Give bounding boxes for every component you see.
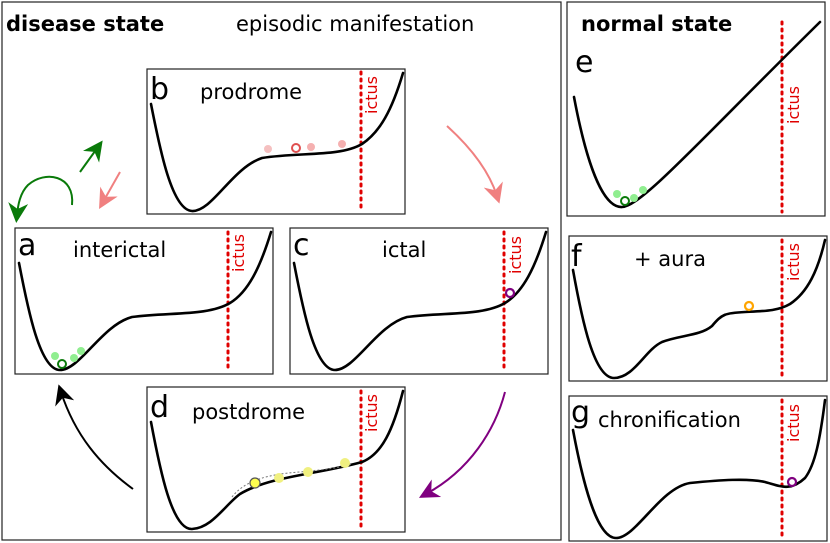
panel-e-normal: e ictus [572, 20, 822, 214]
panel-a-letter: a [18, 228, 36, 263]
normal-state-header: normal state [581, 12, 732, 36]
panel-c-title: ictal [382, 238, 426, 262]
arrow-interictal-loop [8, 175, 74, 223]
panel-g-letter: g [571, 395, 590, 430]
panel-d-ball-1 [274, 473, 284, 483]
panel-f-ictus-label: ictus [784, 243, 803, 281]
panel-a-ball-active [57, 359, 67, 369]
panel-c-ball-active [504, 287, 516, 299]
panel-b-ictus-label: ictus [362, 76, 381, 114]
panel-a-title: interictal [73, 238, 166, 262]
panel-b-ball-3 [338, 140, 346, 148]
panel-f-letter: f [571, 239, 583, 274]
arrow-interictal-to-prodrome [79, 140, 103, 173]
panel-e-letter: e [575, 45, 593, 80]
panel-a-interictal: a interictal ictus [14, 227, 274, 375]
panel-d-ball-2 [303, 467, 313, 477]
panel-e-ictus-label: ictus [784, 86, 803, 124]
panel-g-chronification: g chronification ictus [571, 395, 827, 540]
panel-e-frame [566, 1, 826, 217]
panel-d-postdrome: d postdrome ictus [146, 386, 406, 533]
panel-a-ball-1 [51, 352, 59, 360]
panel-g-title: chronification [598, 408, 741, 432]
panel-g-frame [568, 395, 828, 542]
panel-e-ball-2 [630, 194, 638, 202]
panel-f-title: + aura [634, 247, 706, 271]
panel-b-ball-active [291, 143, 301, 153]
panel-d-ball-3 [340, 458, 350, 468]
panel-a-ball-2 [70, 354, 78, 362]
panel-a-ictus-label: ictus [229, 234, 248, 272]
panel-f-ball-active [743, 300, 755, 312]
panel-c-letter: c [293, 228, 310, 263]
episodic-manifestation-header: episodic manifestation [236, 12, 474, 36]
panel-c-ictal: c ictal ictus [289, 227, 549, 375]
disease-state-frame [1, 1, 562, 541]
panel-f-aura: f + aura ictus [571, 238, 827, 380]
panel-e-ball-active [620, 196, 630, 206]
panel-b-ball-1 [264, 145, 272, 153]
panel-c-ictus-label: ictus [506, 236, 525, 274]
panel-d-letter: d [150, 390, 169, 425]
panel-b-letter: b [150, 72, 169, 107]
panel-e-ball-3 [639, 186, 647, 194]
panel-b-prodrome: b prodrome ictus [146, 68, 406, 215]
panel-f-frame [568, 235, 828, 382]
panel-g-ball-active [786, 476, 798, 488]
arrow-postdrome-to-interictal [55, 384, 134, 490]
panel-a-ball-3 [77, 347, 85, 355]
panel-b-ball-2 [307, 143, 315, 151]
arrow-prodrome-to-interictal [99, 171, 121, 209]
panel-d-ball-active [249, 477, 261, 489]
arrow-prodrome-to-ictal [446, 125, 503, 204]
disease-state-header: disease state [6, 12, 164, 36]
panel-g-ictus-label: ictus [784, 404, 803, 442]
panel-b-title: prodrome [200, 80, 302, 104]
panel-d-ictus-label: ictus [362, 394, 381, 432]
arrow-ictal-to-postdrome [418, 391, 506, 498]
panel-e-ball-1 [613, 190, 621, 198]
panel-d-title: postdrome [192, 400, 305, 424]
